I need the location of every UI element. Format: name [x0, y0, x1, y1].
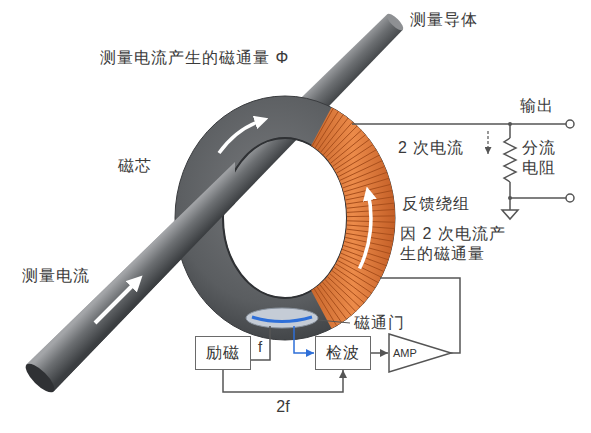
winding-turn — [344, 178, 389, 192]
connector — [371, 352, 388, 354]
conductor-front — [27, 14, 236, 391]
label-text: 因 2 次电流产 生的磁通量 — [400, 225, 506, 262]
winding-turn — [318, 115, 343, 151]
feedback-flux-label: 因 2 次电流产 生的磁通量 — [400, 224, 518, 264]
node-text: 励磁 — [206, 343, 240, 363]
winding-turn — [330, 274, 365, 303]
output-terminal — [566, 120, 574, 128]
ground-symbol — [502, 210, 518, 219]
label-text: 2 次电流 — [398, 139, 464, 156]
conductor-end — [384, 11, 405, 32]
winding-turn — [323, 122, 353, 155]
winding-turn — [325, 279, 356, 311]
junction-dot — [508, 196, 512, 200]
amplifier-triangle: AMP — [388, 333, 452, 373]
label-text: 反馈绕组 — [402, 195, 470, 212]
current-direction-arrow — [487, 131, 488, 154]
label-text: f — [258, 338, 263, 355]
connector — [223, 370, 343, 392]
fluxgate-element — [252, 317, 312, 322]
fluxgate-label: 磁通门 — [354, 313, 405, 333]
fluxgate — [246, 308, 318, 328]
feedback-winding — [311, 107, 395, 328]
core-inner-edge — [223, 138, 347, 298]
conductor-rod — [27, 14, 403, 391]
flux-label: 测量电流产生的磁通量 Φ — [100, 48, 289, 68]
secondary-current-label: 2 次电流 — [398, 138, 464, 158]
frequency-label: f — [258, 337, 263, 357]
output-terminal — [566, 194, 574, 202]
node-text: 检波 — [326, 343, 360, 363]
label-text: 磁通门 — [354, 314, 405, 331]
detection-wire — [294, 326, 314, 353]
amplifier-outline — [389, 334, 451, 372]
output-label: 输出 — [520, 96, 554, 116]
node-text: AMP — [388, 346, 417, 360]
winding-label: 反馈绕组 — [402, 194, 470, 214]
conductor-label: 测量导体 — [410, 10, 478, 30]
winding-turn — [327, 277, 360, 308]
winding-turn — [322, 282, 351, 316]
excitation-wire — [251, 326, 270, 360]
label-text: 测量电流 — [22, 267, 90, 284]
winding-turn — [320, 284, 347, 319]
label-text: 输出 — [520, 97, 554, 114]
winding-turns — [312, 108, 395, 325]
edge-label: 2f — [276, 397, 289, 417]
winding-turn — [332, 140, 369, 167]
winding-turn — [317, 287, 342, 323]
label-text: 测量导体 — [410, 11, 478, 28]
label-text: 磁芯 — [118, 157, 152, 174]
junction-dot — [508, 122, 512, 126]
label-text: 测量电流产生的磁通量 Φ — [100, 49, 289, 66]
output-wire — [352, 123, 566, 125]
winding-turn — [332, 270, 368, 298]
flux-arrow — [360, 192, 371, 269]
detector-box: 检波 — [315, 336, 371, 370]
winding-turn — [321, 118, 349, 152]
winding-turn — [326, 126, 357, 158]
winding-turn — [334, 267, 372, 293]
current-label: 测量电流 — [22, 266, 90, 286]
conductor-rod — [27, 14, 236, 391]
winding-turn — [338, 155, 379, 177]
excitation-box: 励磁 — [195, 336, 251, 370]
shunt-resistor-label: 分流 电阻 — [522, 138, 562, 178]
resistor-lead — [509, 124, 511, 138]
label-text: 分流 电阻 — [522, 139, 556, 176]
output-wire — [510, 197, 566, 199]
conductor-end — [22, 360, 59, 397]
leader-line — [318, 320, 350, 323]
winding-turn — [336, 150, 376, 173]
current-arrow — [95, 280, 138, 323]
core-label: 磁芯 — [118, 156, 152, 176]
flux-arrow — [219, 120, 263, 153]
resistor-symbol — [504, 138, 516, 182]
winding-turn — [335, 145, 373, 170]
